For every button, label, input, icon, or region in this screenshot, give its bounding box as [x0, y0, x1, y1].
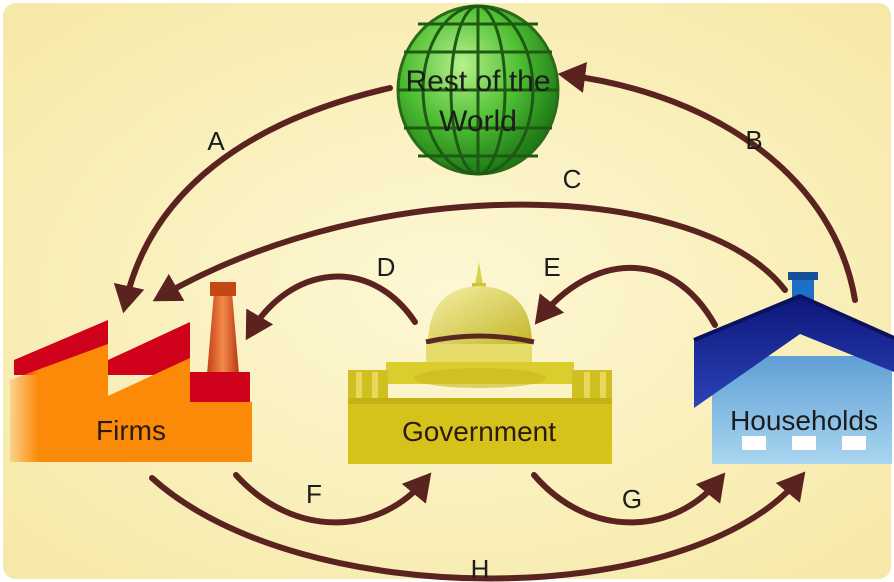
flow-arrow-f [233, 472, 432, 526]
flow-label-f: F [306, 479, 322, 509]
capitol-building-icon [348, 262, 612, 464]
world-label-line1: Rest of the [405, 65, 550, 98]
flow-arrow-d [245, 273, 418, 341]
world-label-line2: World [439, 105, 517, 138]
factory-icon [10, 282, 252, 462]
flow-label-a: A [207, 126, 225, 156]
flow-arrow-h [149, 471, 806, 582]
flow-arrow-c [152, 201, 788, 302]
flow-arrow-e [534, 264, 718, 328]
flow-label-g: G [622, 484, 642, 514]
flow-arrow-b [557, 62, 858, 303]
government-label: Government [402, 416, 556, 447]
flow-label-e: E [543, 252, 560, 282]
flow-label-b: B [745, 125, 762, 155]
firms-label: Firms [96, 415, 166, 446]
flow-label-d: D [377, 252, 396, 282]
households-label: Households [730, 405, 878, 436]
flow-arrow-a [113, 85, 393, 314]
flow-arrow-g [531, 472, 726, 526]
house-icon [693, 272, 894, 464]
flow-label-c: C [563, 164, 582, 194]
flow-label-h: H [471, 554, 490, 582]
